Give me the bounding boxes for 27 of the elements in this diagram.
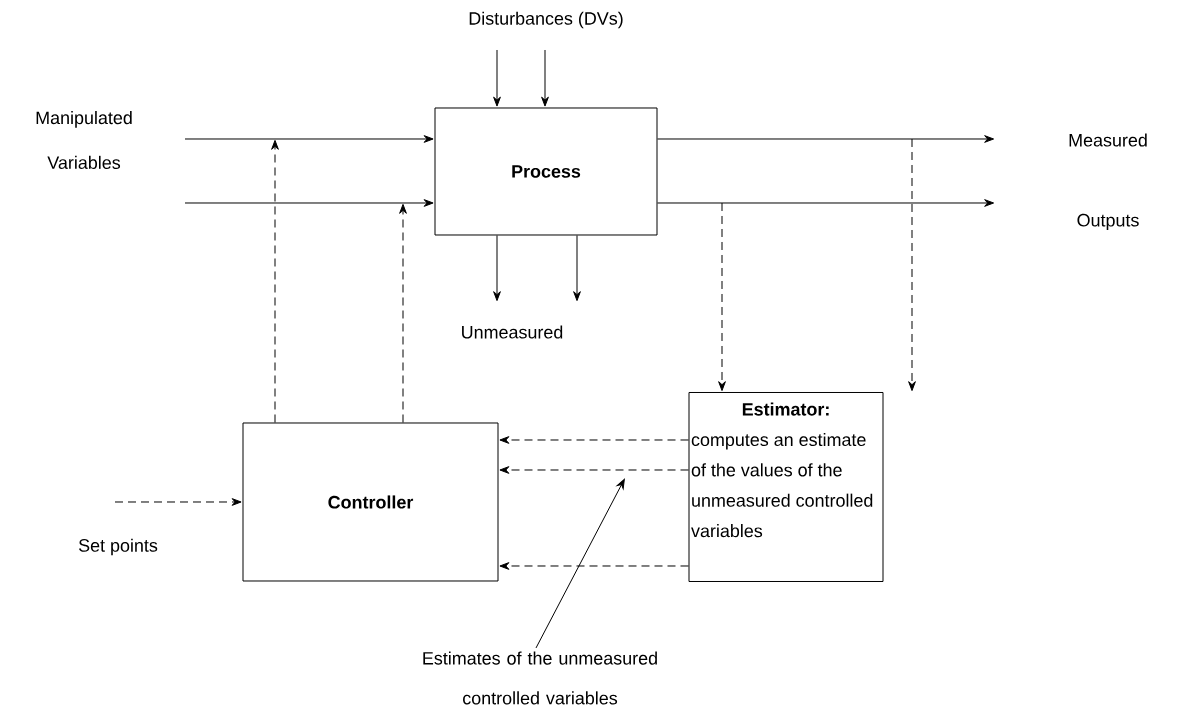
signal-label: Unmeasured	[462, 325, 563, 339]
signal-label: Disturbances (DVs)	[469, 11, 623, 29]
arrow	[493, 49, 501, 107]
dashed-arrow	[499, 466, 689, 474]
arrow	[657, 199, 995, 207]
leader-line	[535, 478, 625, 649]
arrow	[657, 135, 995, 143]
arrow	[493, 235, 501, 302]
process-box: Process	[434, 107, 658, 236]
arrow	[573, 235, 581, 302]
signal-label: Outputs	[1077, 213, 1139, 231]
arrow	[184, 199, 434, 207]
signal-label: Manipulated Variables	[36, 111, 132, 169]
dashed-arrow	[114, 498, 242, 506]
dashed-arrow	[908, 138, 916, 392]
dashed-arrow	[718, 202, 726, 392]
dashed-arrow	[499, 562, 689, 570]
signal-label: Set points	[78, 538, 158, 556]
arrow	[541, 49, 549, 107]
estimator-box: Estimator: computes an estimate of the values of the unmeasured controlled variables	[688, 392, 884, 582]
arrow	[184, 135, 434, 143]
signal-label: Measured	[1069, 133, 1147, 147]
dashed-arrow	[399, 203, 407, 423]
annotation-text: Estimates of the unmeasured controlled variables	[423, 651, 657, 705]
dashed-arrow	[271, 139, 279, 423]
dashed-arrow	[499, 436, 689, 444]
controller-box: Controller	[242, 422, 499, 582]
